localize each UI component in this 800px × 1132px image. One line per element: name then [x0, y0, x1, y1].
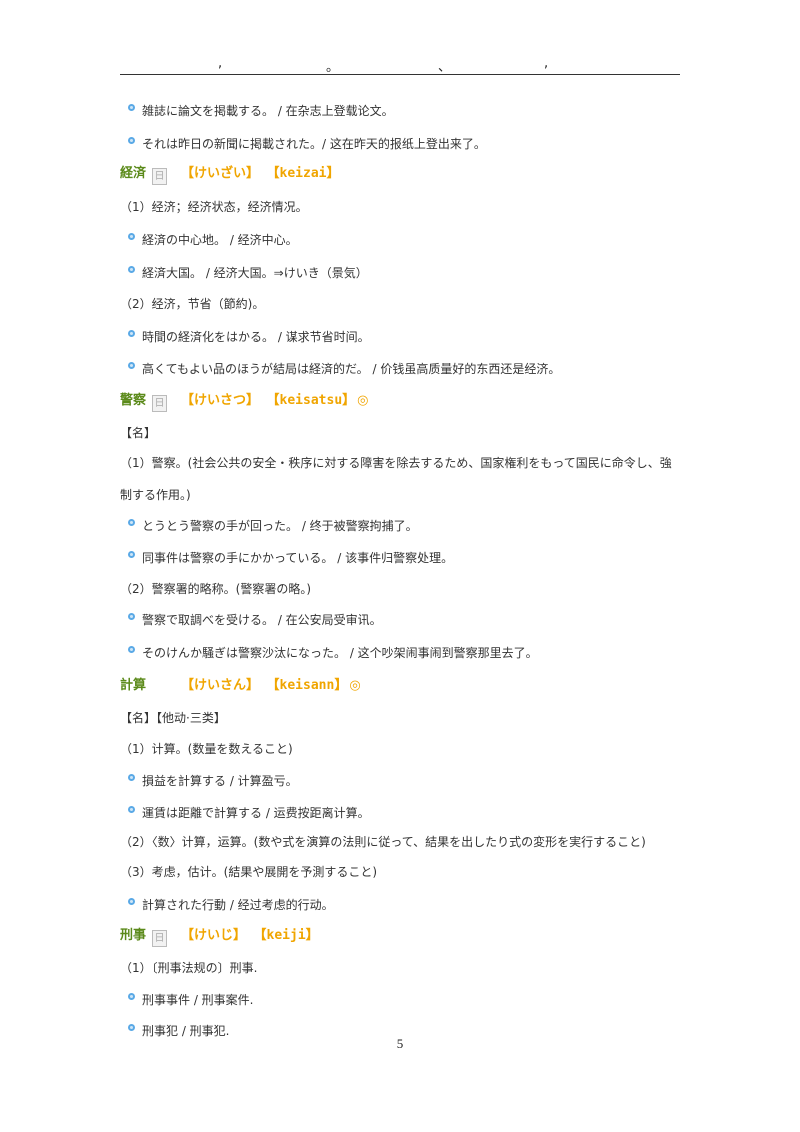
- kana-reading: 【けいさん】: [181, 678, 260, 693]
- entry-headword-row: 警察日【けいさつ】【keisatsu】◎: [120, 391, 369, 412]
- example-sentence: 刑事犯 / 刑事犯.: [128, 1023, 230, 1039]
- header-punctuation: , 。 、 ,: [120, 56, 680, 76]
- bullet-icon: [128, 806, 135, 813]
- bullet-icon: [128, 774, 135, 781]
- example-sentence: 警察で取調べを受ける。 / 在公安局受审讯。: [128, 612, 382, 628]
- line-text: （2）警察署的略称。(警察署の略。): [120, 582, 311, 596]
- example-sentence: 運賃は距離で計算する / 运费按距离计算。: [128, 805, 370, 821]
- headword: 経済: [120, 166, 147, 181]
- line-text: 同事件は警察の手にかかっている。 / 该事件归警察处理。: [142, 551, 454, 565]
- bullet-icon: [128, 330, 135, 337]
- example-sentence: 刑事事件 / 刑事案件.: [128, 992, 254, 1008]
- line-text: それは昨日の新聞に掲載された。/ 这在昨天的报纸上登出来了。: [142, 137, 486, 151]
- line-text: （1）警察。(社会公共の安全・秩序に対する障害を除去するため、国家権利をもって国…: [120, 456, 672, 470]
- line-text: （2）〈数〉计算，运算。(数や式を演算の法則に従って、結果を出したり式の変形を実…: [120, 835, 646, 849]
- line-text: 刑事事件 / 刑事案件.: [142, 993, 254, 1007]
- line-text: とうとう警察の手が回った。 / 终于被警察拘捕了。: [142, 519, 418, 533]
- example-sentence: 時間の経済化をはかる。 / 谋求节省时间。: [128, 329, 370, 345]
- romaji-reading: 【keiji】: [260, 928, 319, 943]
- example-sentence: 経済大国。 / 经济大国。⇒けいき（景気）: [128, 265, 368, 281]
- header-mark: ,: [218, 56, 223, 71]
- definition-line: （2）经济，节省（節約)。: [120, 296, 264, 312]
- headword: 刑事: [120, 928, 147, 943]
- line-text: そのけんか騒ぎは警察沙汰になった。 / 这个吵架闹事闹到警察那里去了。: [142, 646, 538, 660]
- kana-reading: 【けいさつ】: [181, 393, 260, 408]
- definition-line: （2）〈数〉计算，运算。(数や式を演算の法則に従って、結果を出したり式の変形を実…: [120, 834, 646, 850]
- bullet-icon: [128, 551, 135, 558]
- kana-reading: 【けいじ】: [181, 928, 247, 943]
- page-number: 5: [396, 1036, 404, 1051]
- example-sentence: そのけんか騒ぎは警察沙汰になった。 / 这个吵架闹事闹到警察那里去了。: [128, 645, 538, 661]
- header-mark: 。: [326, 60, 340, 75]
- importance-mark: ◎: [357, 393, 369, 408]
- line-text: 【名】【他动·三类】: [120, 711, 226, 725]
- definition-line: 【名】【他动·三类】: [120, 710, 226, 726]
- example-sentence: 計算された行動 / 经过考虑的行动。: [128, 897, 334, 913]
- line-text: 警察で取調べを受ける。 / 在公安局受审讯。: [142, 613, 382, 627]
- example-sentence: 損益を計算する / 计算盈亏。: [128, 773, 298, 789]
- header-mark: 、: [438, 60, 452, 75]
- example-sentence: 経済の中心地。 / 经济中心。: [128, 232, 298, 248]
- importance-mark: ◎: [349, 678, 361, 693]
- bullet-icon: [128, 233, 135, 240]
- romaji-reading: 【keisatsu】: [273, 393, 356, 408]
- definition-line: 制する作用。): [120, 487, 191, 503]
- language-tag-icon: 日: [152, 930, 168, 947]
- line-text: 高くてもよい品のほうが結局は経済的だ。 / 价钱虽高质量好的东西还是经济。: [142, 362, 561, 376]
- bullet-icon: [128, 646, 135, 653]
- headword: 警察: [120, 393, 147, 408]
- bullet-icon: [128, 993, 135, 1000]
- example-sentence: 高くてもよい品のほうが結局は経済的だ。 / 价钱虽高质量好的东西还是经济。: [128, 361, 561, 377]
- line-text: 計算された行動 / 经过考虑的行动。: [142, 898, 334, 912]
- language-tag-icon: 日: [152, 168, 168, 185]
- header-mark: ,: [544, 56, 549, 71]
- line-text: （3）考虑，估计。(結果や展開を予測すること): [120, 865, 377, 879]
- line-text: （1）〔刑事法规の〕刑事.: [120, 961, 258, 975]
- line-text: 経済大国。 / 经济大国。⇒けいき（景気）: [142, 266, 368, 280]
- entry-headword-row: 計算 【けいさん】【keisann】◎: [120, 674, 361, 694]
- line-text: 【名】: [120, 426, 157, 440]
- line-text: 経済の中心地。 / 经济中心。: [142, 233, 298, 247]
- kana-reading: 【けいざい】: [181, 166, 260, 181]
- line-text: 刑事犯 / 刑事犯.: [142, 1024, 230, 1038]
- line-text: 損益を計算する / 计算盈亏。: [142, 774, 298, 788]
- bullet-icon: [128, 613, 135, 620]
- header-rule: [120, 74, 680, 75]
- bullet-icon: [128, 137, 135, 144]
- example-sentence: 雑誌に論文を掲載する。 / 在杂志上登载论文。: [128, 103, 394, 119]
- line-text: （2）经济，节省（節約)。: [120, 297, 265, 311]
- entry-headword-row: 経済日【けいざい】【keizai】: [120, 164, 342, 185]
- romaji-reading: 【keizai】: [273, 166, 340, 181]
- definition-line: （3）考虑，估计。(結果や展開を予測すること): [120, 864, 377, 880]
- line-text: 時間の経済化をはかる。 / 谋求节省时间。: [142, 330, 370, 344]
- bullet-icon: [128, 898, 135, 905]
- example-sentence: 同事件は警察の手にかかっている。 / 该事件归警察处理。: [128, 550, 454, 566]
- definition-line: （1）计算。(数量を数えること): [120, 741, 293, 757]
- line-text: 制する作用。): [120, 488, 191, 502]
- bullet-icon: [128, 362, 135, 369]
- line-text: 運賃は距離で計算する / 运费按距离计算。: [142, 806, 370, 820]
- language-tag-icon: 日: [152, 395, 168, 412]
- example-sentence: とうとう警察の手が回った。 / 终于被警察拘捕了。: [128, 518, 418, 534]
- definition-line: （1）经济；经济状态，经济情况。: [120, 199, 308, 215]
- entry-headword-row: 刑事日【けいじ】【keiji】: [120, 926, 321, 947]
- line-text: （1）计算。(数量を数えること): [120, 742, 293, 756]
- headword: 計算: [120, 678, 147, 693]
- definition-line: （1）〔刑事法规の〕刑事.: [120, 960, 257, 976]
- definition-line: （2）警察署的略称。(警察署の略。): [120, 581, 311, 597]
- definition-line: （1）警察。(社会公共の安全・秩序に対する障害を除去するため、国家権利をもって国…: [120, 455, 672, 471]
- definition-line: 【名】: [120, 425, 156, 441]
- line-text: （1）经济；经济状态，经济情况。: [120, 200, 308, 214]
- bullet-icon: [128, 104, 135, 111]
- line-text: 雑誌に論文を掲載する。 / 在杂志上登载论文。: [142, 104, 394, 118]
- example-sentence: それは昨日の新聞に掲載された。/ 这在昨天的报纸上登出来了。: [128, 136, 486, 152]
- bullet-icon: [128, 519, 135, 526]
- bullet-icon: [128, 1024, 135, 1031]
- romaji-reading: 【keisann】: [273, 678, 348, 693]
- bullet-icon: [128, 266, 135, 273]
- language-tag-icon: [152, 674, 167, 691]
